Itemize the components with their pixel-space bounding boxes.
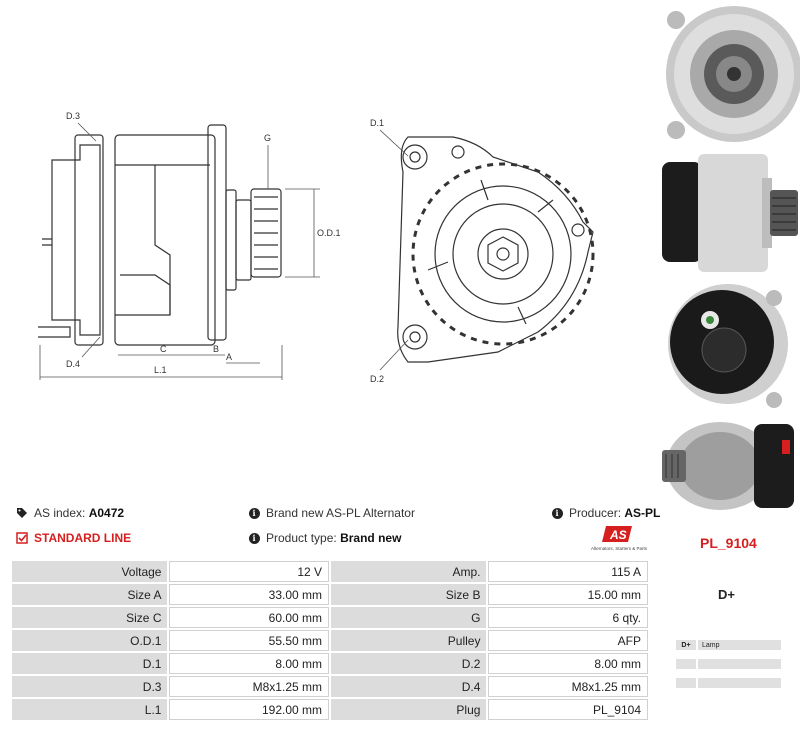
spec-label: Pulley — [331, 630, 487, 651]
spec-label: L.1 — [12, 699, 168, 720]
photo-rear — [658, 280, 800, 410]
spec-value: 192.00 mm — [169, 699, 329, 720]
info-icon: i — [551, 507, 563, 519]
connector-pin-row — [676, 678, 781, 688]
spec-label: D.4 — [331, 676, 487, 697]
spec-label: G — [331, 607, 487, 628]
label-d3: D.3 — [66, 111, 80, 121]
spec-value: M8x1.25 mm — [488, 676, 648, 697]
spec-value: PL_9104 — [488, 699, 648, 720]
label-d4: D.4 — [66, 359, 80, 369]
product-type-label: Product type: — [266, 531, 337, 545]
label-c: C — [160, 344, 167, 354]
front-view-drawing: D.1 D.2 — [370, 118, 595, 384]
spec-value: 55.50 mm — [169, 630, 329, 651]
info-icon: i — [248, 532, 260, 544]
tag-icon — [16, 507, 28, 519]
spec-value: 8.00 mm — [488, 653, 648, 674]
info-icon: i — [248, 507, 260, 519]
label-b: B — [213, 344, 219, 354]
spec-value: 8.00 mm — [169, 653, 329, 674]
producer-label: Producer: — [569, 506, 622, 520]
logo-text: AS — [609, 528, 627, 542]
connector-pin-row: D+ Lamp — [676, 640, 781, 650]
pin-value: Lamp — [698, 640, 781, 650]
spec-value: 6 qty. — [488, 607, 648, 628]
connector-title: D+ — [718, 587, 735, 602]
pin-value — [698, 659, 781, 669]
pin-value — [698, 678, 781, 688]
spec-value: 15.00 mm — [488, 584, 648, 605]
spec-label: Size B — [331, 584, 487, 605]
as-pl-logo: AS Alternators, Starters & Parts — [591, 526, 648, 551]
spec-value: M8x1.25 mm — [169, 676, 329, 697]
side-view-drawing: D.3 D.4 G O.D.1 C B A L.1 — [38, 111, 341, 380]
spec-value: 115 A — [488, 561, 648, 582]
producer-value: AS-PL — [624, 506, 661, 520]
photo-side — [658, 150, 800, 280]
spec-label: D.2 — [331, 653, 487, 674]
spec-value: 33.00 mm — [169, 584, 329, 605]
standard-line: STANDARD LINE — [16, 531, 131, 545]
as-index-value: A0472 — [88, 506, 125, 520]
connector-pin-row — [676, 659, 781, 669]
spec-label: Amp. — [331, 561, 487, 582]
product-type-value: Brand new — [340, 531, 402, 545]
standard-line-label: STANDARD LINE — [34, 531, 132, 545]
spec-label: O.D.1 — [12, 630, 168, 651]
label-d2: D.2 — [370, 374, 384, 384]
spec-label: Size C — [12, 607, 168, 628]
product-type: i Product type: Brand new — [248, 531, 401, 545]
spec-value: 60.00 mm — [169, 607, 329, 628]
spec-value: 12 V — [169, 561, 329, 582]
photo-angle — [658, 410, 800, 520]
pin-key — [676, 659, 696, 669]
label-l1: L.1 — [154, 365, 167, 375]
as-index: AS index: A0472 — [16, 506, 124, 520]
photo-front — [658, 0, 800, 150]
label-g: G — [264, 133, 271, 143]
label-d1: D.1 — [370, 118, 384, 128]
spec-label: Size A — [12, 584, 168, 605]
spec-value: AFP — [488, 630, 648, 651]
spec-label: Plug — [331, 699, 487, 720]
brand-text: Brand new AS-PL Alternator — [266, 506, 415, 520]
logo-subtext: Alternators, Starters & Parts — [591, 546, 648, 551]
brand-info: i Brand new AS-PL Alternator — [248, 506, 415, 520]
label-od1: O.D.1 — [317, 228, 341, 238]
label-a: A — [226, 352, 232, 362]
spec-label: Voltage — [12, 561, 168, 582]
as-index-label: AS index: — [34, 506, 86, 520]
pin-key — [676, 678, 696, 688]
producer: i Producer: AS-PL — [551, 506, 660, 520]
spec-label: D.3 — [12, 676, 168, 697]
part-code: PL_9104 — [700, 535, 757, 551]
spec-label: D.1 — [12, 653, 168, 674]
pin-key: D+ — [676, 640, 696, 650]
checkbox-icon — [16, 532, 28, 544]
